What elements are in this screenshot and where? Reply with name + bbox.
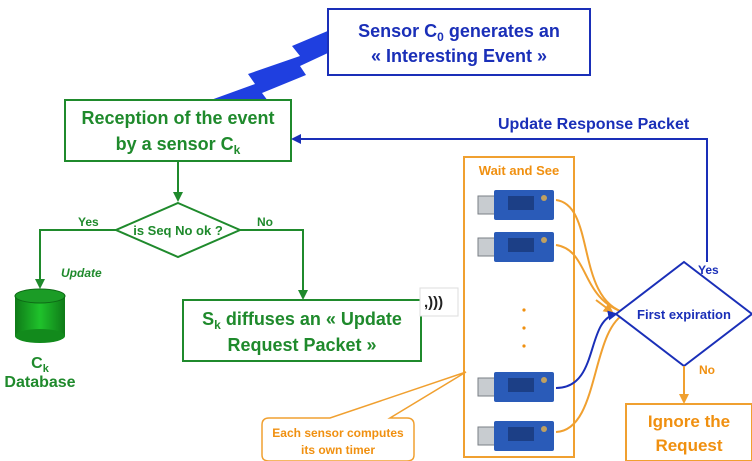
first-expiration-yes-label: Yes — [698, 263, 719, 277]
update-response-arrow — [291, 134, 708, 262]
first-expiration-no-label: No — [699, 363, 715, 377]
decision-yes-label: Yes — [78, 215, 99, 229]
timer-curve-main — [595, 299, 614, 314]
sensor-event-line1: Sensor C0 generates an — [358, 21, 560, 44]
diffuse-line1: Sk diffuses an « Update — [202, 309, 402, 332]
sensor-board-4 — [477, 421, 554, 451]
decision-update-label: Update — [61, 266, 102, 280]
timer-note-line2: its own timer — [301, 443, 375, 457]
ellipsis-dot-3 — [522, 344, 526, 348]
first-expiration-label: First expiration — [637, 307, 731, 322]
reception-line2: by a sensor Ck — [116, 134, 241, 157]
winner-curve — [555, 310, 618, 389]
lightning-bolt-icon — [186, 30, 330, 109]
ellipsis-dot-2 — [522, 326, 526, 330]
diffuse-box — [182, 299, 422, 362]
decision-no-arrow — [240, 229, 308, 300]
ignore-request-box — [625, 403, 752, 461]
sensor-board-1 — [477, 190, 554, 220]
signal-icon-frame — [419, 287, 459, 317]
sensor-board-2 — [477, 232, 554, 262]
timer-curve-4 — [555, 312, 627, 433]
seq-decision-diamond — [113, 201, 243, 259]
database-label: Ck — [31, 355, 50, 375]
seq-decision-label: is Seq No ok ? — [133, 223, 223, 238]
database-cylinder-icon — [14, 288, 66, 343]
wait-and-see-title: Wait and See — [479, 163, 559, 178]
sensor-board-3 — [477, 372, 554, 402]
update-response-label: Update Response Packet — [498, 116, 690, 133]
timer-note-line1: Each sensor computes — [272, 426, 404, 440]
decision-no-label: No — [257, 215, 273, 229]
sensor-event-box — [327, 8, 591, 76]
diffuse-line2: Request Packet » — [227, 335, 376, 355]
reception-line1: Reception of the event — [81, 108, 274, 128]
reception-box — [64, 99, 292, 162]
sensor-event-line2: « Interesting Event » — [371, 46, 547, 66]
ignore-line1: Ignore the — [648, 412, 730, 431]
decision-yes-arrow — [35, 229, 116, 289]
database-label2: Database — [4, 374, 75, 391]
signal-icon: ,))) — [424, 294, 443, 311]
ignore-line2: Request — [655, 436, 722, 455]
ellipsis-dot-1 — [522, 308, 526, 312]
